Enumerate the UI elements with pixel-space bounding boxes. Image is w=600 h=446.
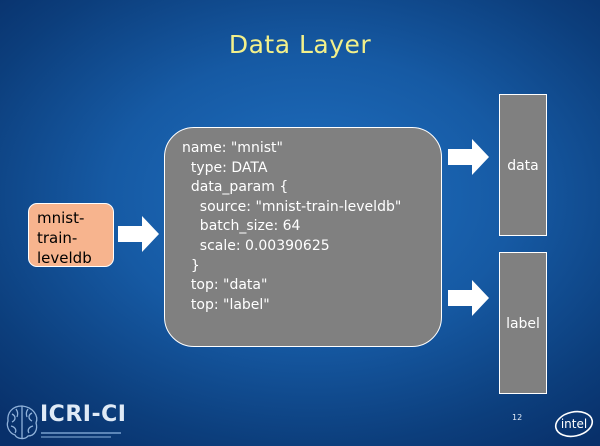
icri-brain-icon <box>6 405 38 440</box>
page-number: 12 <box>512 413 523 422</box>
arrow-right-icon <box>448 139 489 175</box>
icri-logo-underline <box>41 432 121 434</box>
output-node-label: label <box>499 252 547 394</box>
intel-logo-icon: intel <box>554 410 594 438</box>
layer-definition-node: name: "mnist" type: DATA data_param { so… <box>164 127 442 347</box>
layer-code-line: batch_size: 64 <box>182 218 301 235</box>
icri-logo-underline <box>41 436 111 438</box>
source-line: leveldb <box>37 249 92 267</box>
source-line: train- <box>37 229 78 247</box>
layer-code-line: top: "data" <box>182 277 268 294</box>
layer-code-line: data_param { <box>182 179 289 196</box>
layer-code-line: type: DATA <box>182 159 268 176</box>
icri-logo-text: ICRI-CI <box>40 402 127 427</box>
source-line: mnist- <box>37 209 85 227</box>
layer-code-line: top: "label" <box>182 296 270 313</box>
layer-code-line: } <box>182 257 200 274</box>
layer-code-line: source: "mnist-train-leveldb" <box>182 198 402 215</box>
layer-code-line: name: "mnist" <box>182 140 283 156</box>
source-node: mnist- train- leveldb <box>28 203 114 267</box>
output-node-data: data <box>499 94 547 236</box>
arrow-right-icon <box>118 216 159 252</box>
slide-title: Data Layer <box>228 30 372 59</box>
output-label: label <box>506 316 540 332</box>
intel-logo-text: intel <box>561 417 587 431</box>
output-label: data <box>507 158 539 174</box>
layer-code-line: scale: 0.00390625 <box>182 237 330 254</box>
arrow-right-icon <box>448 280 489 316</box>
